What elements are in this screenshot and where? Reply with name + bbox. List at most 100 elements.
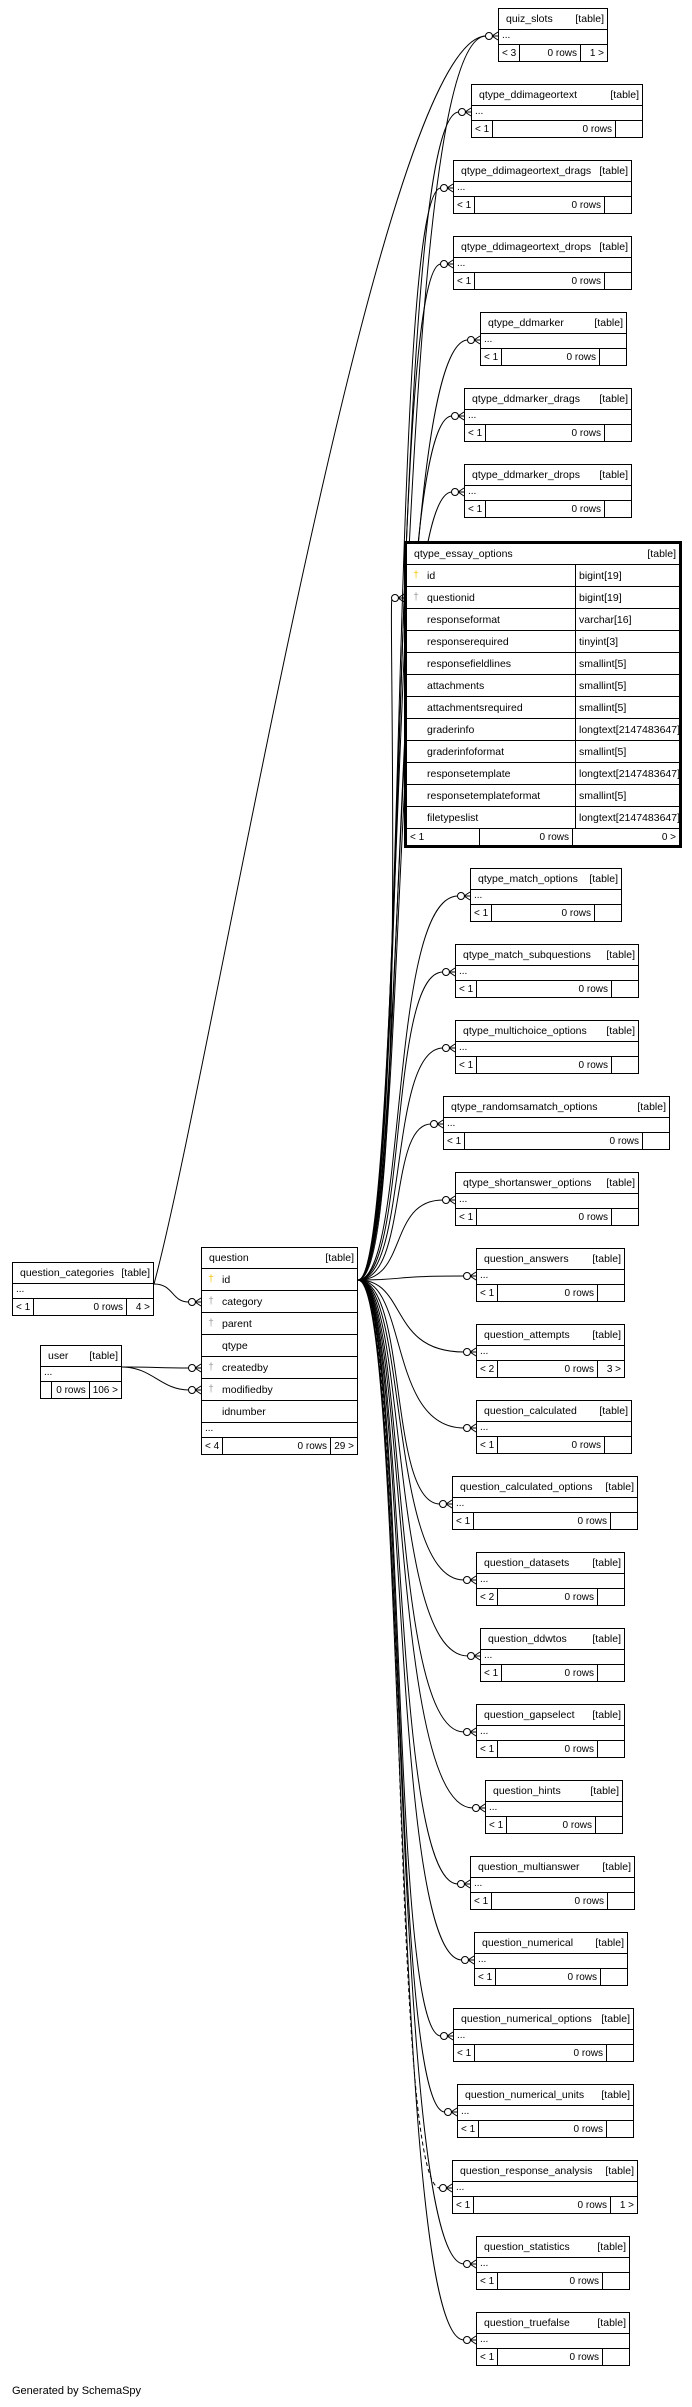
- relationship-qtype-ddimageortext-drops-optional-marker: [440, 260, 448, 268]
- column-name: modifiedby: [222, 1383, 273, 1396]
- children-count: 1 >: [589, 47, 604, 59]
- children-count: 1 >: [619, 2199, 634, 2211]
- table-tag: [table]: [599, 393, 628, 405]
- table-name: qtype_ddimageortext_drags: [461, 165, 592, 177]
- parents-count: [41, 1382, 52, 1398]
- rows-count: 0 rows: [493, 121, 616, 137]
- relationship-question-truefalse-many-marker: [469, 2335, 477, 2345]
- relationship-question-multianswer-optional-marker: [457, 1880, 465, 1888]
- column-type: varchar[16]: [575, 609, 679, 630]
- table-tag: [table]: [601, 2089, 630, 2101]
- parents-count: < 2: [477, 1589, 499, 1605]
- relationship-question-gapselect: [357, 1279, 476, 1733]
- table-ellipsis: ...: [456, 1042, 638, 1057]
- foreign-key-icon: †: [208, 1384, 214, 1395]
- relationship-quiz-slots-optional-marker: [485, 32, 493, 40]
- table-tag: [table]: [606, 1177, 635, 1189]
- relationship-question-answers-optional-marker: [463, 1272, 471, 1280]
- relationship-question-attempts-many-marker: [469, 1347, 477, 1357]
- table-qtype-randomsamatch-options[interactable]: qtype_randomsamatch_options[table]...< 1…: [443, 1096, 670, 1150]
- relationship-question-ddwtos-many-marker: [473, 1651, 481, 1661]
- table-header: qtype_randomsamatch_options[table]: [444, 1097, 669, 1118]
- relationship-question-numerical-many-marker: [467, 1955, 475, 1965]
- table-header: question_hints[table]: [486, 1781, 622, 1802]
- table-header: question_ddwtos[table]: [481, 1629, 624, 1650]
- table-tag: [table]: [594, 317, 623, 329]
- relationship-question-attempts: [357, 1279, 476, 1353]
- relationship-question-ddwtos-optional-marker: [467, 1652, 475, 1660]
- relationship-question-truefalse: [357, 1279, 476, 2341]
- parents-count: < 1: [465, 501, 487, 517]
- table-name: qtype_ddmarker_drops: [472, 469, 580, 481]
- relationship-question-numerical-optional-marker: [461, 1956, 469, 1964]
- relationship-question-calculated-optional-marker: [463, 1424, 471, 1432]
- column-type: smallint[5]: [575, 675, 679, 696]
- relationship-qtype-shortanswer-options-optional-marker: [442, 1196, 450, 1204]
- relationship-qtype-match-options-many-marker: [463, 891, 471, 901]
- table-ellipsis: ...: [456, 1194, 638, 1209]
- table-header: qtype_ddmarker_drags[table]: [465, 389, 631, 410]
- parents-count: < 1: [481, 349, 503, 365]
- children-count: [605, 197, 631, 213]
- rows-count: 0 rows: [223, 1438, 331, 1454]
- table-header: qtype_ddmarker_drops[table]: [465, 465, 631, 486]
- table-tag: [table]: [597, 2317, 626, 2329]
- parents-count: < 1: [454, 197, 476, 213]
- table-tag: [table]: [647, 548, 676, 560]
- table-tag: [table]: [595, 1937, 624, 1949]
- parents-count: < 1: [456, 981, 478, 997]
- table-header: qtype_ddimageortext_drags[table]: [454, 161, 631, 182]
- rows-count: 0 rows: [498, 1437, 605, 1453]
- rows-count: 0 rows: [465, 1133, 643, 1149]
- relationship-quiz-slots-many-marker: [491, 31, 499, 41]
- table-tag: [table]: [592, 1557, 621, 1569]
- table-name: question_hints: [493, 1785, 561, 1797]
- table-ellipsis: ...: [477, 1422, 631, 1437]
- table-question-categories[interactable]: question_categories [table] ... < 1 0 ro…: [12, 1262, 154, 1316]
- parents-count: < 1: [453, 2197, 475, 2213]
- children-count: [612, 1209, 638, 1225]
- relationship-question-datasets-many-marker: [469, 1575, 477, 1585]
- table-header: question_statistics[table]: [477, 2237, 629, 2258]
- column-name: parent: [222, 1317, 252, 1330]
- relationship-qtype-multichoice-options-many-marker: [448, 1043, 456, 1053]
- parents-count: < 1: [477, 1285, 499, 1301]
- table-name: qtype_ddmarker: [488, 317, 564, 329]
- column-name: responsetemplateformat: [427, 789, 541, 802]
- relationship-question-statistics-optional-marker: [463, 2260, 471, 2268]
- table-user[interactable]: user [table] ... 0 rows 106 >: [40, 1345, 122, 1399]
- foreign-key-icon: †: [208, 1296, 214, 1307]
- table-question-calculated-options[interactable]: question_calculated_options[table]...< 1…: [452, 1476, 638, 1530]
